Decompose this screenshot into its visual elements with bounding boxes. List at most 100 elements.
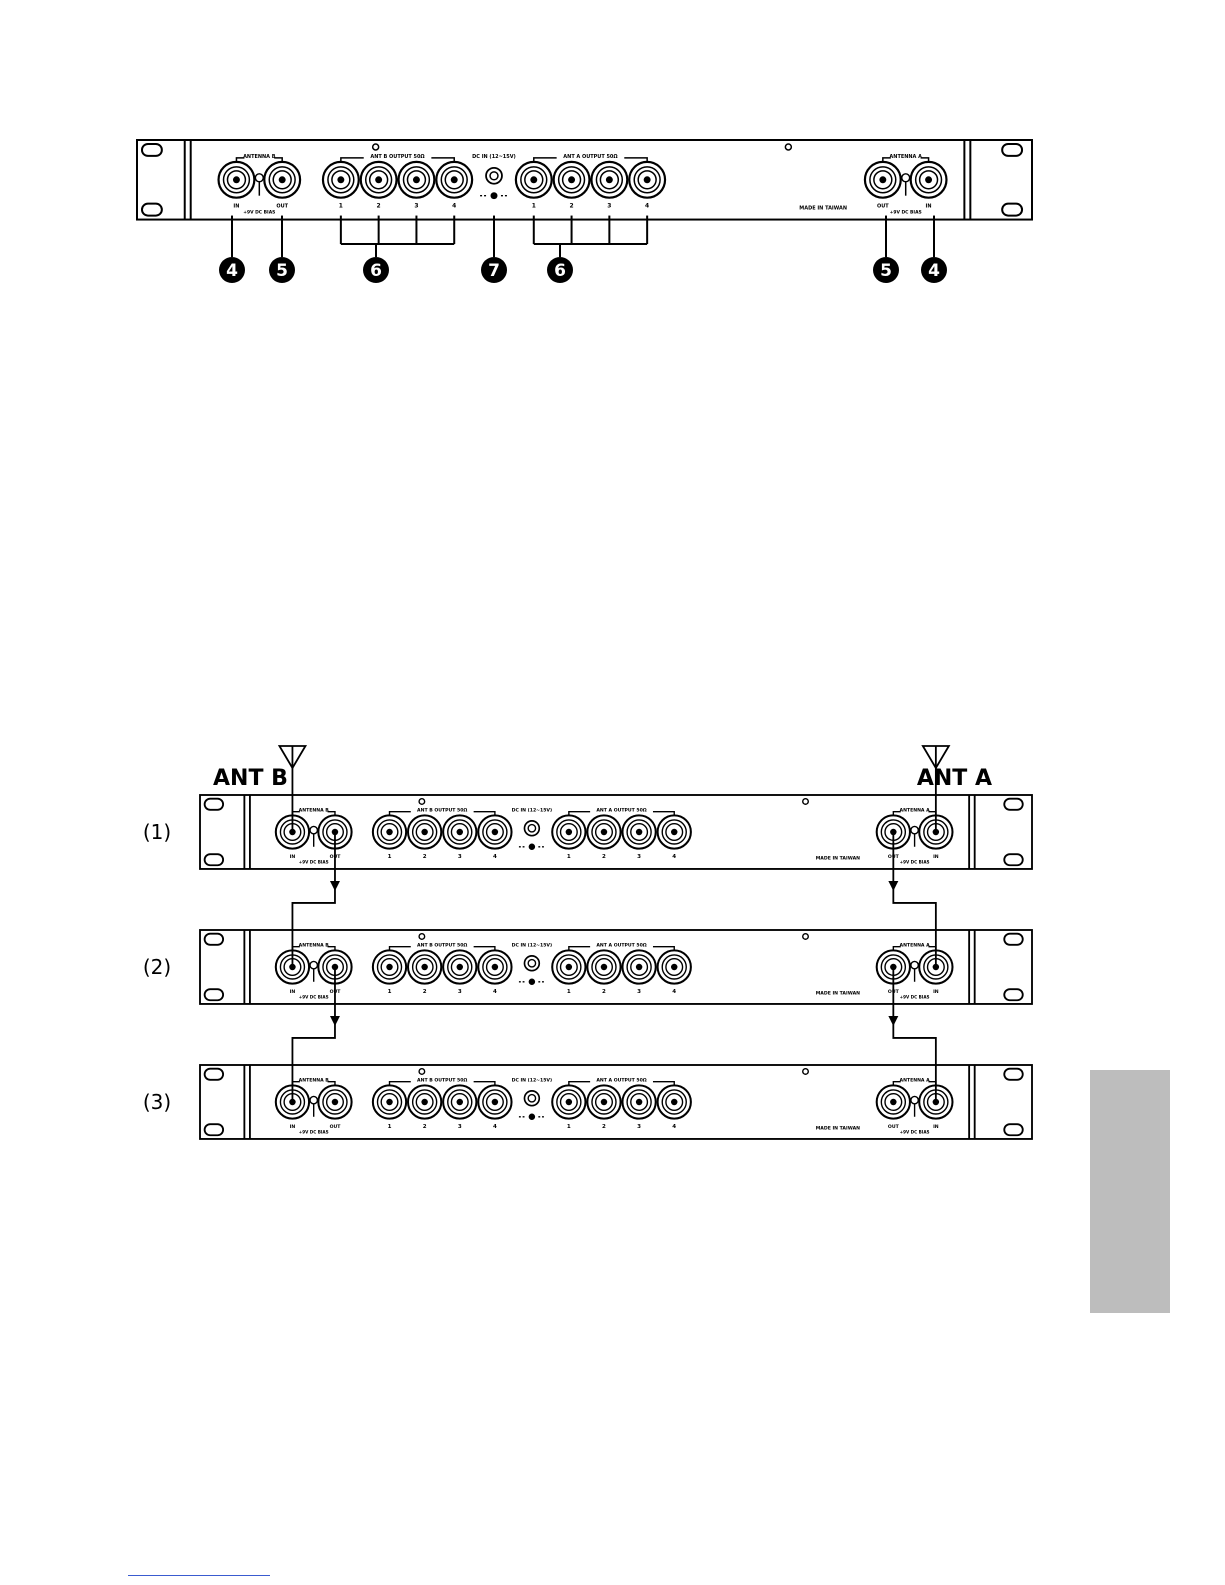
ant-b-port-number: 1 — [388, 1124, 392, 1130]
antenna-a-in-label: IN — [933, 1124, 939, 1130]
bnc-connector — [586, 814, 622, 850]
bnc-center-pin — [456, 963, 464, 971]
mounting-slot — [203, 1067, 225, 1081]
mounting-slot — [1003, 1067, 1024, 1081]
ant-a-port-number: 3 — [637, 1124, 641, 1130]
antenna-b-in-label: IN — [290, 989, 296, 995]
ant-a-port-number: 4 — [672, 1124, 676, 1130]
callout-marker — [219, 257, 245, 283]
dc-polarity-dot — [528, 978, 536, 986]
bnc-center-pin — [565, 828, 573, 836]
bnc-center-pin — [879, 176, 887, 184]
ant-a-port-number: 3 — [607, 203, 611, 210]
ant-a-port-number: 3 — [637, 854, 641, 860]
ant-b-port-number: 4 — [452, 203, 456, 210]
bnc-connector — [317, 1084, 353, 1120]
antenna-a-bias-label: +9V DC BIAS — [900, 994, 930, 999]
arrow-head — [888, 880, 899, 891]
dc-in-label: DC IN (12~15V) — [512, 1078, 552, 1084]
callout-number: 5 — [880, 261, 892, 281]
bnc-center-pin — [491, 1098, 499, 1106]
bnc-connector — [263, 160, 302, 199]
bnc-center-pin — [635, 1098, 643, 1106]
callout-marker — [363, 257, 389, 283]
dc-jack-inner — [527, 823, 537, 833]
bnc-connector — [435, 160, 474, 199]
bias-led — [910, 960, 919, 970]
bnc-connector — [477, 814, 513, 850]
bnc-connector — [321, 160, 360, 199]
mounting-slot — [1001, 142, 1024, 157]
bnc-center-pin — [386, 1098, 393, 1106]
antenna-a-in-label: IN — [933, 854, 939, 860]
bnc-inner-ring — [599, 170, 620, 190]
bnc-connector — [628, 160, 667, 199]
bnc-center-pin — [421, 1098, 428, 1106]
ant-a-port-number: 1 — [567, 989, 571, 995]
bnc-connector — [406, 1084, 443, 1120]
antenna-a-label: ANTENNA A — [900, 943, 931, 949]
mounting-slot — [1001, 202, 1024, 217]
bnc-inner-ring — [450, 957, 469, 976]
mounting-slot — [203, 853, 225, 867]
bnc-inner-ring — [331, 170, 351, 190]
antenna-b-bias-label: +9V DC BIAS — [299, 859, 329, 864]
bnc-inner-ring — [415, 822, 434, 841]
screw-hole — [371, 143, 380, 151]
bnc-mid-ring — [556, 1089, 582, 1115]
bnc-inner-ring — [561, 170, 582, 190]
bnc-center-pin — [375, 176, 383, 184]
dc-polarity-dot — [528, 843, 536, 851]
bnc-mid-ring — [556, 954, 582, 980]
bnc-mid-ring — [626, 954, 652, 980]
bnc-inner-ring — [415, 1092, 434, 1111]
dc-jack — [485, 166, 503, 185]
callout-number: 4 — [226, 261, 238, 281]
bnc-mid-ring — [482, 819, 508, 845]
mounting-slot — [1003, 932, 1024, 946]
bnc-inner-ring — [630, 1092, 649, 1111]
antenna-a-in-label: IN — [926, 204, 932, 210]
mounting-slot — [203, 797, 225, 811]
bnc-inner-ring — [559, 957, 578, 976]
bnc-mid-ring — [869, 166, 897, 194]
antenna-b-in-label: IN — [290, 1124, 296, 1130]
ant-b-port-number: 2 — [423, 1124, 427, 1130]
bnc-connector — [514, 160, 553, 199]
bnc-center-pin — [635, 828, 643, 836]
mounting-slot — [1003, 988, 1024, 1002]
bnc-center-pin — [605, 176, 613, 184]
ant-a-port-number: 2 — [602, 989, 606, 995]
bnc-inner-ring — [630, 957, 649, 976]
footer-rule — [128, 1575, 270, 1576]
arrow-head — [329, 1015, 340, 1026]
section-tab — [1090, 1070, 1170, 1313]
screw-hole — [784, 143, 793, 151]
bnc-connector — [551, 814, 587, 850]
bnc-connector — [621, 814, 657, 850]
unit-label: (2) — [143, 955, 171, 979]
callout-number: 7 — [488, 261, 500, 281]
bias-led — [309, 1095, 319, 1105]
bnc-inner-ring — [444, 170, 464, 190]
bnc-connector — [442, 1084, 478, 1120]
bnc-inner-ring — [368, 170, 389, 190]
ant-b-port-number: 4 — [493, 1124, 497, 1130]
antenna-b-bias-label: +9V DC BIAS — [299, 1129, 329, 1134]
dc-jack-inner — [489, 171, 499, 181]
made-in-label: MADE IN TAIWAN — [799, 206, 847, 212]
bnc-inner-ring — [406, 170, 427, 190]
ant-b-port-number: 4 — [493, 989, 497, 995]
ant-b-port-number: 1 — [388, 989, 392, 995]
bnc-center-pin — [386, 828, 393, 836]
ant-b-output-label: ANT B OUTPUT 50Ω — [370, 154, 425, 160]
antenna-a-out-label: OUT — [877, 204, 889, 210]
bnc-mid-ring — [626, 1089, 652, 1115]
screw-hole — [802, 933, 809, 940]
bnc-mid-ring — [914, 166, 943, 194]
bnc-center-pin — [600, 828, 608, 836]
bnc-mid-ring — [447, 819, 473, 845]
